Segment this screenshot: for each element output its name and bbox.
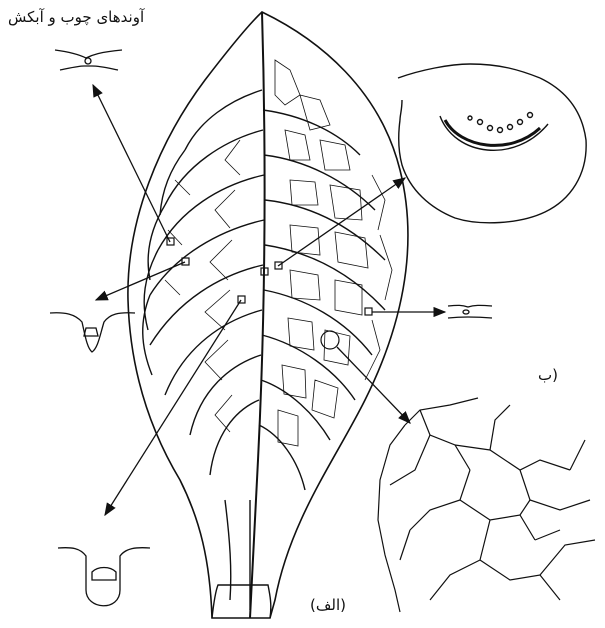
section-bottom-left (58, 548, 150, 606)
arrow-icon (105, 300, 241, 515)
arrow-icon (337, 347, 410, 423)
left-vein-network (165, 140, 240, 432)
vascular-bundle-section (398, 64, 586, 223)
secondary-veins-left (143, 90, 264, 475)
magnified-vein-network (378, 398, 595, 612)
petiole (212, 500, 271, 618)
section-right-small (448, 305, 492, 318)
arrow-icon (96, 262, 185, 300)
panel-label-alef: (الف) (310, 596, 346, 614)
section-top-left (55, 50, 122, 70)
section-left-middle (50, 313, 135, 352)
panel-label-b: (ب (538, 366, 558, 384)
pointer-arrows (93, 85, 445, 515)
reticulate-vein-network (275, 60, 392, 446)
midrib (250, 12, 265, 618)
figure-title: آوندهای چوب و آبکش (8, 8, 144, 26)
arrow-icon (93, 85, 170, 242)
